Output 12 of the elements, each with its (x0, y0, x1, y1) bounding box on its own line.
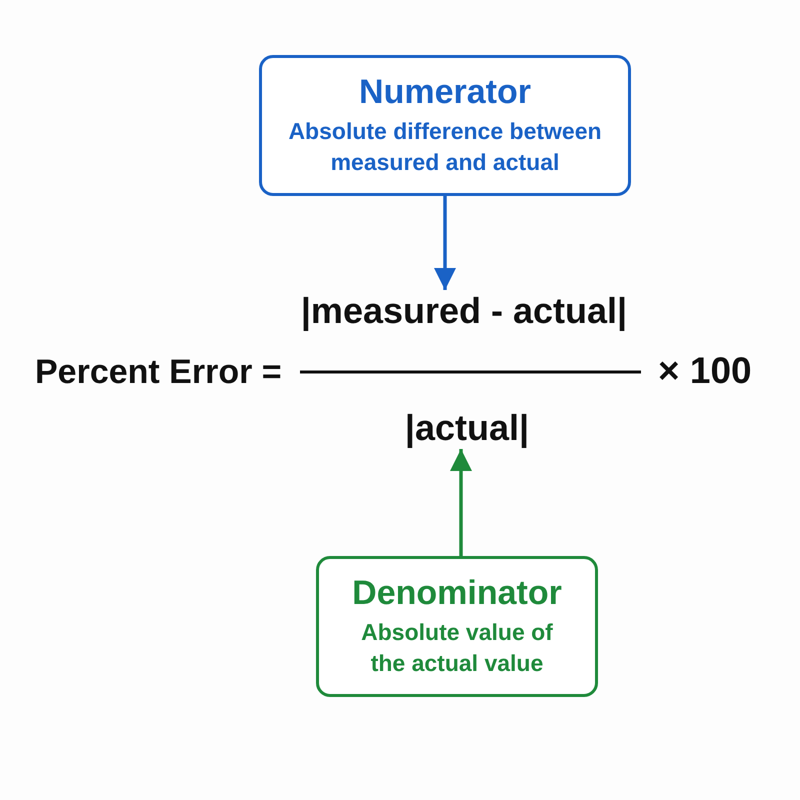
callout-title: Denominator (352, 574, 562, 613)
callout-text: Absolute value of the actual value (360, 618, 554, 678)
callout-box (259, 55, 631, 196)
callout-box (316, 556, 598, 697)
formula-label: Percent Error = (35, 352, 282, 392)
callout-title: Numerator (359, 72, 531, 112)
numerator-expression: |measured - actual| (300, 290, 628, 332)
denominator-expression: |actual| (404, 407, 530, 449)
callout-text: Absolute difference between measured and actual (287, 117, 603, 178)
arrow (434, 196, 456, 290)
arrow (450, 449, 472, 556)
multiplier-text: × 100 (658, 351, 752, 391)
